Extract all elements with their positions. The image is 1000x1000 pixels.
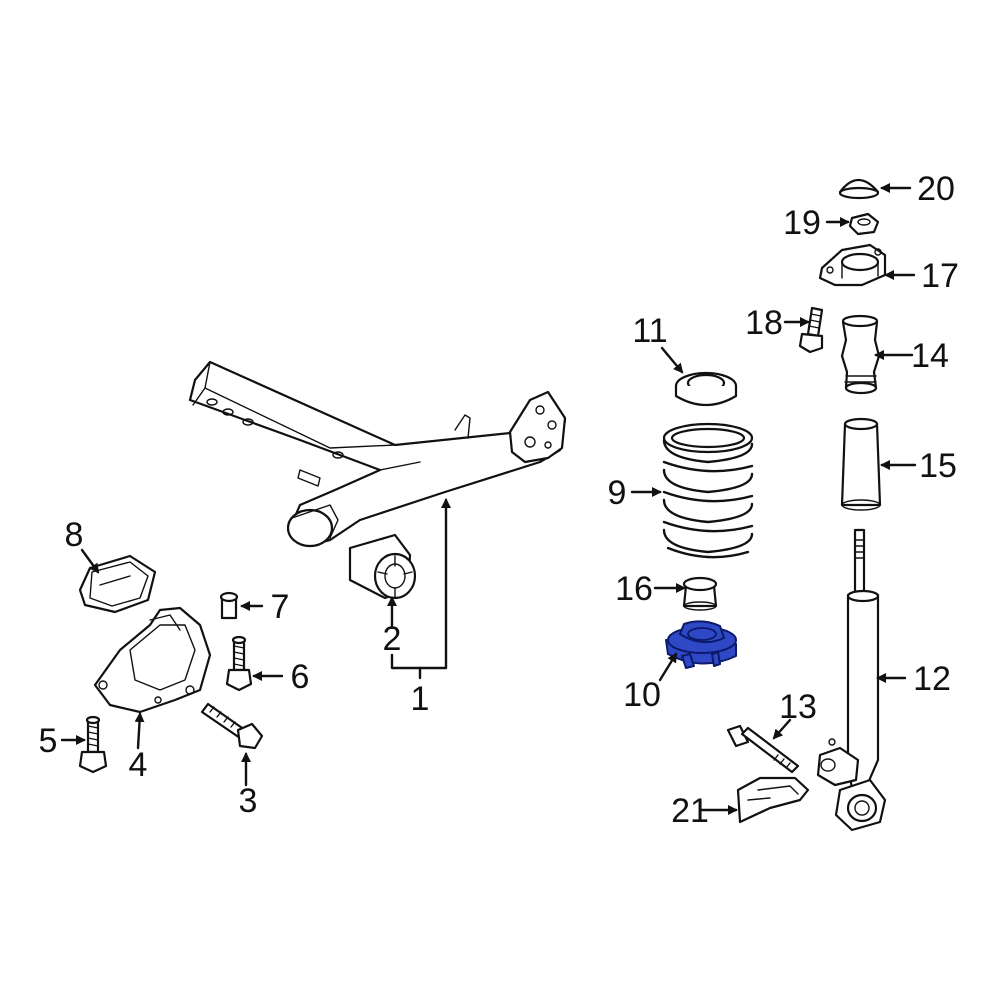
- pin-part-7: [219, 591, 239, 620]
- bushing-part-2: [348, 533, 417, 600]
- callout-10: 10: [623, 676, 661, 714]
- callout-4: 4: [129, 746, 148, 784]
- callout-11: 11: [632, 312, 667, 350]
- coil-spring-part-9: [662, 422, 754, 559]
- bolt-part-5: [78, 715, 108, 774]
- shock-absorber-part-12: [816, 528, 887, 832]
- callout-13: 13: [779, 688, 817, 726]
- callout-21: 21: [671, 792, 709, 830]
- callout-3: 3: [239, 782, 258, 820]
- callout-labels: 1 2 3 4 5 6 7 8 9 10 11 12 13 14 15 16 1…: [39, 170, 959, 830]
- bump-stop-part-14: [840, 314, 881, 395]
- callout-16: 16: [615, 570, 653, 608]
- callout-5: 5: [39, 722, 58, 760]
- callout-6: 6: [291, 658, 310, 696]
- callout-17: 17: [921, 257, 959, 295]
- callout-8: 8: [65, 516, 84, 554]
- callout-15: 15: [919, 447, 957, 485]
- bolt-part-18: [798, 306, 824, 354]
- dust-boot-part-15: [840, 417, 882, 511]
- bolt-part-6: [225, 635, 253, 692]
- mount-part-17: [818, 243, 887, 287]
- callout-14: 14: [911, 337, 949, 375]
- leader-lines: [60, 183, 917, 815]
- bracket-part-21: [736, 776, 810, 824]
- seat-part-16: [682, 576, 718, 611]
- bolt-part-13: [726, 724, 800, 774]
- spring-seat-part-11: [674, 371, 738, 406]
- callout-20: 20: [917, 170, 955, 208]
- callout-7: 7: [271, 588, 290, 626]
- bolt-part-3: [200, 702, 264, 750]
- callout-19: 19: [783, 204, 821, 242]
- callout-12: 12: [913, 660, 951, 698]
- callout-2: 2: [383, 620, 402, 658]
- callout-9: 9: [608, 474, 627, 512]
- axle-beam-part-1: [188, 360, 567, 548]
- nut-part-19: [848, 212, 880, 236]
- lower-spring-seat-part-10: [665, 620, 737, 669]
- callout-18: 18: [745, 304, 783, 342]
- cap-part-20: [838, 178, 880, 200]
- bracket-part-4: [93, 606, 212, 714]
- callout-1: 1: [411, 680, 430, 718]
